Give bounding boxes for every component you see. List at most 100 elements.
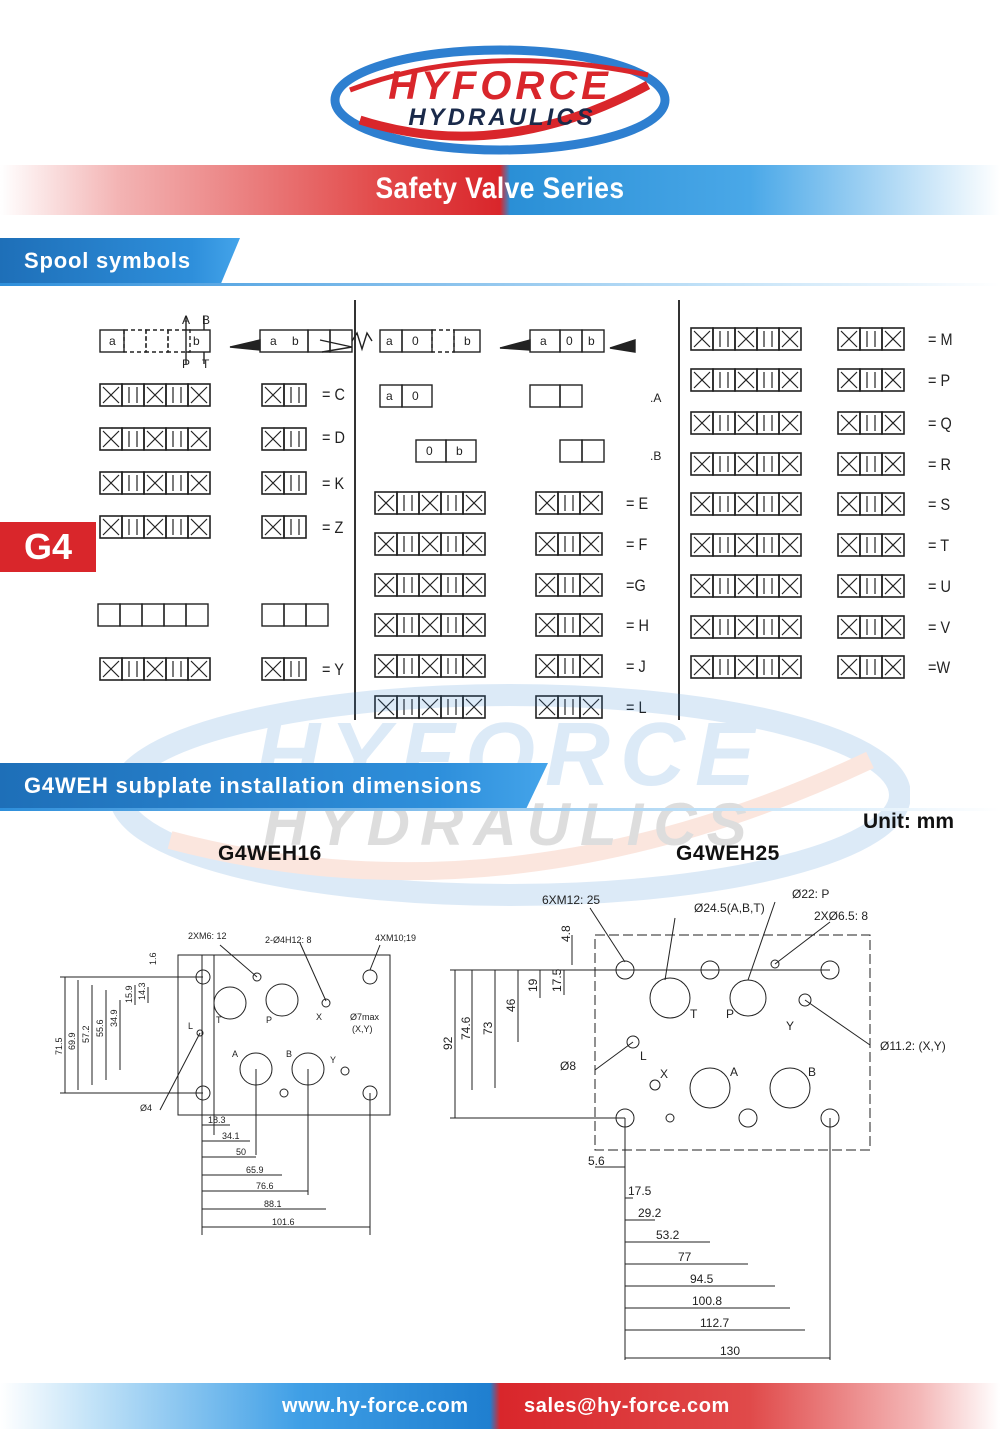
spool-short-c3-1 xyxy=(837,368,905,392)
spool-short-c2-3 xyxy=(535,613,603,637)
spool-short-c3-0 xyxy=(837,327,905,351)
svg-text:112.7: 112.7 xyxy=(700,1316,729,1330)
svg-text:94.5: 94.5 xyxy=(690,1272,714,1286)
spool-label-u: = U xyxy=(928,577,951,596)
svg-text:T: T xyxy=(690,1007,698,1021)
svg-text:A: A xyxy=(730,1065,738,1079)
spool-dot-b: .B xyxy=(650,449,661,463)
g4weh16-drawing: 2XM6: 12 2-Ø4H12: 8 4XM10;19 Ø7max (X,Y)… xyxy=(54,931,416,1235)
spool-label-k: = K xyxy=(322,474,345,493)
spool-dot-a: .A xyxy=(650,391,661,405)
svg-text:b: b xyxy=(588,334,595,348)
spool-long-c3-4 xyxy=(690,492,802,516)
spool-label-s: = S xyxy=(928,495,951,514)
svg-text:1.6: 1.6 xyxy=(148,952,158,965)
svg-text:34.1: 34.1 xyxy=(222,1131,240,1141)
spool-short-c1-2 xyxy=(261,471,307,495)
svg-text:18.3: 18.3 xyxy=(208,1115,226,1125)
spool-label-p: = P xyxy=(928,371,951,390)
spool-long-c2-0 xyxy=(374,491,486,515)
spool-short-c1-3 xyxy=(261,515,307,539)
svg-text:88.1: 88.1 xyxy=(264,1199,282,1209)
spool-long-c3-0 xyxy=(690,327,802,351)
svg-text:0: 0 xyxy=(426,444,433,458)
spool-symbol-grid xyxy=(97,327,905,719)
model-g25-title: G4WEH25 xyxy=(676,842,780,865)
svg-text:P: P xyxy=(726,1007,734,1021)
g25-callout-d112: Ø11.2: (X,Y) xyxy=(880,1039,946,1053)
svg-text:P: P xyxy=(182,357,190,371)
svg-text:29.2: 29.2 xyxy=(638,1206,662,1220)
spool-long-c2-3 xyxy=(374,613,486,637)
spool-label-y: = Y xyxy=(322,660,344,679)
spool-long-c3-2 xyxy=(690,411,802,435)
svg-text:B: B xyxy=(286,1049,292,1059)
svg-text:55.6: 55.6 xyxy=(95,1019,105,1037)
svg-text:53.2: 53.2 xyxy=(656,1228,680,1242)
svg-text:5.6: 5.6 xyxy=(588,1154,605,1168)
spool-label-m: = M xyxy=(928,330,953,349)
svg-text:0: 0 xyxy=(412,389,419,403)
svg-text:76.6: 76.6 xyxy=(256,1181,274,1191)
section-tab-subplate: G4WEH subplate installation dimensions xyxy=(0,763,548,809)
footer-band xyxy=(0,1383,1000,1429)
spool-long-c2-1 xyxy=(374,532,486,556)
page-title: Safety Valve Series xyxy=(375,172,625,205)
spool-long-c1-1 xyxy=(99,427,211,451)
spool-label-c: = C xyxy=(322,385,345,404)
spool-label-v: = V xyxy=(928,618,951,637)
svg-text:X: X xyxy=(660,1067,668,1081)
spool-y-header xyxy=(97,603,329,627)
spool-label-z: = Z xyxy=(322,518,344,537)
svg-text:34.9: 34.9 xyxy=(109,1009,119,1027)
section-subplate-label: G4WEH subplate installation dimensions xyxy=(24,773,483,798)
svg-text:b: b xyxy=(464,334,471,348)
g16-callout-m6: 2XM6: 12 xyxy=(188,931,227,941)
footer-website-link[interactable]: www.hy-force.com xyxy=(282,1395,469,1417)
svg-text:a: a xyxy=(540,334,547,348)
g25-callout-d22: Ø22: P xyxy=(792,887,829,901)
spool-label-h: = H xyxy=(626,616,649,635)
svg-text:14.3: 14.3 xyxy=(137,982,147,1000)
spool-label-q: = Q xyxy=(928,414,952,433)
spool-short-c1-1 xyxy=(261,427,307,451)
svg-text:X: X xyxy=(316,1012,322,1022)
footer-email-link[interactable]: sales@hy-force.com xyxy=(524,1395,730,1417)
svg-text:0: 0 xyxy=(412,334,419,348)
svg-text:50: 50 xyxy=(236,1147,246,1157)
svg-text:17.5: 17.5 xyxy=(628,1184,652,1198)
spool-short-c3-6 xyxy=(837,574,905,598)
spool-long-c2-4 xyxy=(374,654,486,678)
logo-line1: HYFORCE xyxy=(388,64,612,108)
svg-text:74.6: 74.6 xyxy=(459,1016,473,1040)
svg-text:P: P xyxy=(266,1015,272,1025)
svg-text:Y: Y xyxy=(330,1055,336,1065)
title-band xyxy=(0,165,1000,215)
spool-long-c3-8 xyxy=(690,655,802,679)
svg-text:73: 73 xyxy=(481,1021,495,1035)
svg-text:a: a xyxy=(386,389,393,403)
spool-long-c3-5 xyxy=(690,533,802,557)
section-underline xyxy=(0,283,1000,286)
svg-text:B: B xyxy=(808,1065,816,1079)
svg-text:17.5: 17.5 xyxy=(550,968,564,992)
spool-long-c3-7 xyxy=(690,615,802,639)
svg-text:100.8: 100.8 xyxy=(692,1294,722,1308)
spool-short-c3-3 xyxy=(837,452,905,476)
g4-badge: G4 xyxy=(0,522,96,572)
model-g16-title: G4WEH16 xyxy=(218,842,322,865)
svg-text:b: b xyxy=(193,334,200,348)
spool-short-c1-y xyxy=(261,657,307,681)
g16-callout-m10: 4XM10;19 xyxy=(375,933,416,943)
spool-label-w: =W xyxy=(928,658,951,677)
svg-text:a: a xyxy=(109,334,116,348)
svg-text:T: T xyxy=(202,357,210,371)
spool-long-c1-2 xyxy=(99,471,211,495)
spool-label-d: = D xyxy=(322,428,345,447)
spool-long-c1-3 xyxy=(99,515,211,539)
spool-long-c1-y xyxy=(99,657,211,681)
svg-text:T: T xyxy=(216,1015,222,1025)
svg-text:101.6: 101.6 xyxy=(272,1217,295,1227)
spool-label-e: = E xyxy=(626,494,649,513)
svg-text:77: 77 xyxy=(678,1250,692,1264)
